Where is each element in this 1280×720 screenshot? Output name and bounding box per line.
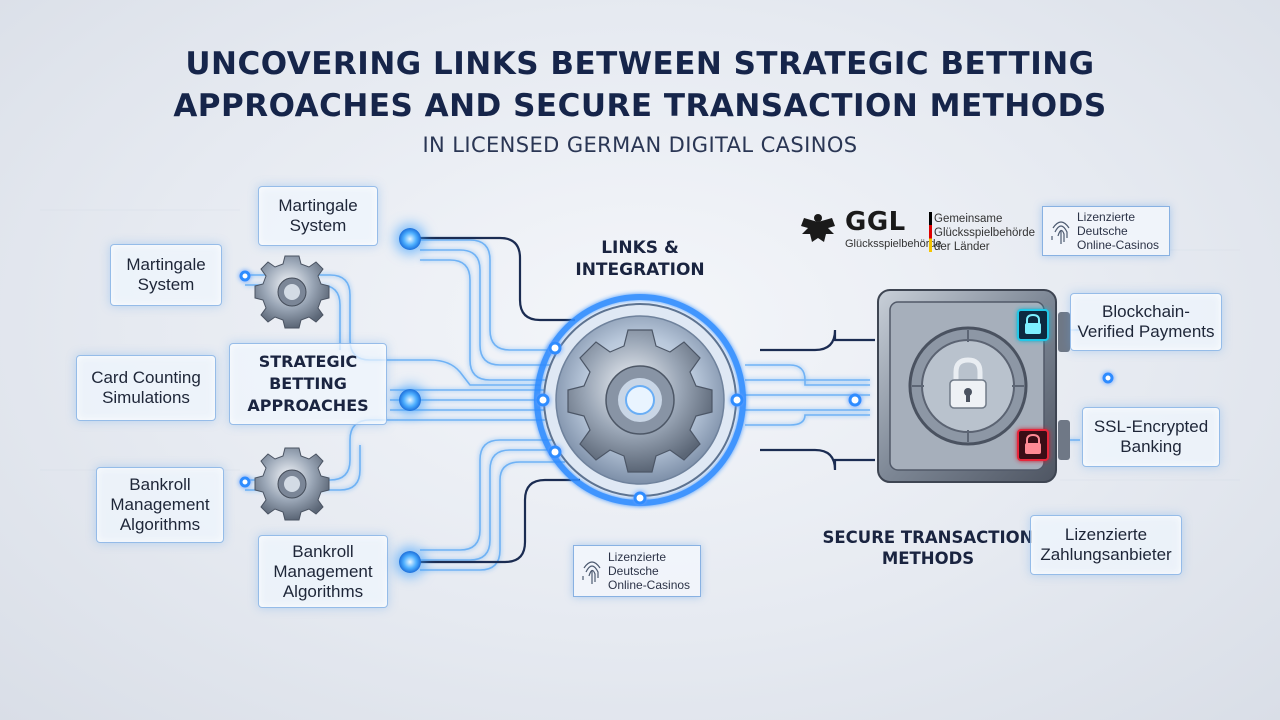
strategic-betting-box: STRATEGIC BETTING APPROACHES [229,343,387,425]
ggl-logo-subtitle: Glücksspielbehörde [845,238,942,250]
martingale-box-left: Martingale System [110,244,222,306]
license-badge-center-text: Lizenzierte Deutsche Online-Casinos [608,550,691,592]
padlock-icon [1017,429,1049,461]
padlock-icon [1017,309,1049,341]
license-badge-right: Lizenzierte Deutsche Online-Casinos [1042,206,1170,256]
gear-icon [254,447,330,521]
title-line-1: UNCOVERING LINKS BETWEEN STRATEGIC BETTI… [185,46,1095,82]
ssl-banking-box: SSL-Encrypted Banking [1082,407,1220,467]
gear-icon [254,255,330,329]
payment-providers-box: Lizenzierte Zahlungsanbieter [1030,515,1182,575]
subtitle: IN LICENSED GERMAN DIGITAL CASINOS [422,133,858,157]
links-integration-label: LINKS & INTEGRATION [575,238,705,280]
ggl-logo-mark: GGL [845,207,906,237]
connector-node [399,228,421,250]
german-flag-bar [929,212,932,252]
secure-transaction-label: SECURE TRANSACTION METHODS [822,528,1034,568]
bankroll-box-left: Bankroll Management Algorithms [96,467,224,543]
eagle-icon [801,214,835,242]
bankroll-box-bottom: Bankroll Management Algorithms [258,535,388,608]
title-line-2: APPROACHES AND SECURE TRANSACTION METHOD… [173,88,1107,124]
padlock-icon [949,357,987,409]
ggl-full-name: Gemeinsame Glücksspielbehörde der Länder [934,213,1036,253]
fingerprint-icon [1051,221,1070,244]
license-badge-right-text: Lizenzierte Deutsche Online-Casinos [1077,210,1160,252]
license-badge-center: Lizenzierte Deutsche Online-Casinos [573,545,701,597]
martingale-box-top: Martingale System [258,186,378,246]
fingerprint-icon [582,561,601,584]
card-counting-box: Card Counting Simulations [76,355,216,421]
connector-node [399,389,421,411]
connector-node [399,551,421,573]
hub-gear-icon [534,294,746,506]
blockchain-box: Blockchain- Verified Payments [1070,293,1222,351]
